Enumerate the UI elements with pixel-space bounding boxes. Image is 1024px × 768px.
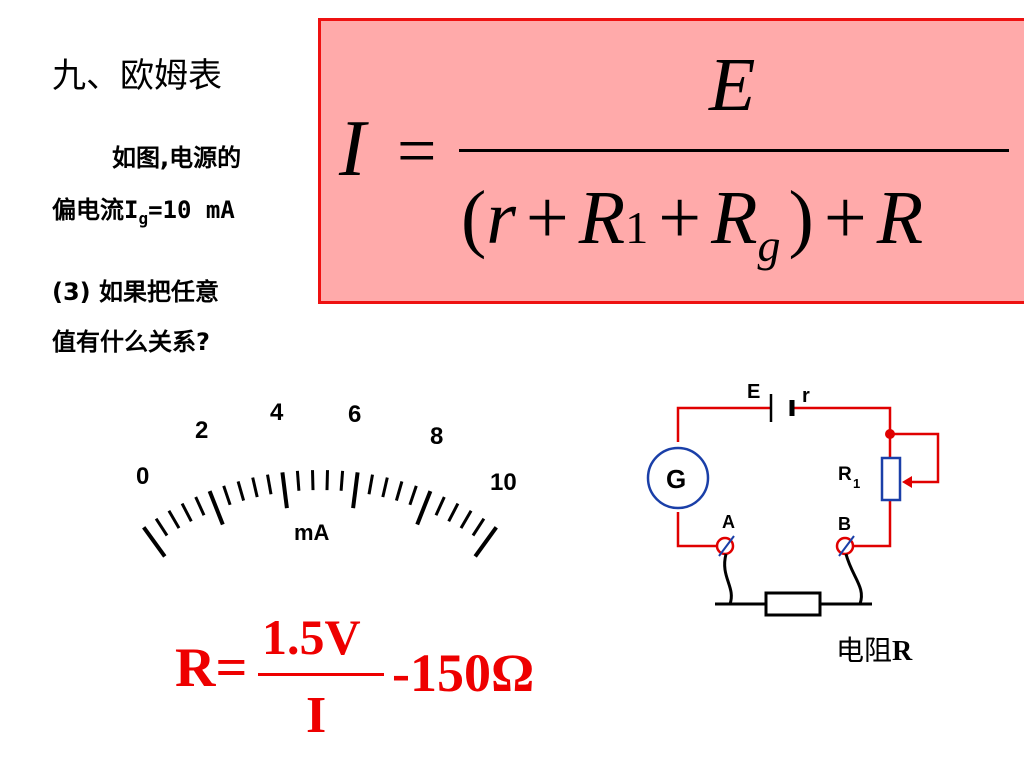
red-formula-tail: -150Ω xyxy=(392,643,535,703)
meter-major-tick xyxy=(280,472,289,509)
text-line-2: 偏电流Ig=10 mA xyxy=(52,190,235,228)
red-formula-numerator: 1.5V xyxy=(262,609,361,665)
scale-label-2: 2 xyxy=(195,417,208,444)
lead-b xyxy=(844,553,863,605)
text-line-2-prefix: 偏电流 xyxy=(52,196,124,224)
external-resistor-icon xyxy=(764,591,822,617)
formula-lhs-i: I xyxy=(339,105,366,193)
formula-fraction-bar xyxy=(459,149,1009,152)
meter-dial: 0 2 4 6 8 10 mA xyxy=(136,399,517,558)
meter-major-tick xyxy=(351,472,360,509)
scale-label-8: 8 xyxy=(430,423,443,450)
meter-minor-tick xyxy=(251,477,259,498)
meter-minor-tick xyxy=(236,480,246,502)
den-r: r xyxy=(486,176,516,260)
meter-minor-tick xyxy=(381,477,389,498)
meter-unit: mA xyxy=(294,520,330,545)
den-r: R xyxy=(876,176,924,260)
lead-a xyxy=(723,553,733,605)
rheostat-label: R xyxy=(838,464,852,485)
meter-minor-tick xyxy=(311,470,315,491)
formula-numerator-e: E xyxy=(709,43,756,127)
meter-minor-tick xyxy=(154,517,169,537)
meter-minor-tick xyxy=(167,510,181,529)
formula-box: I = E (r+R1+Rg)+R xyxy=(318,18,1024,304)
text-line-1: 如图,电源的 xyxy=(112,144,242,172)
meter-ticks xyxy=(142,470,498,558)
battery-label: E xyxy=(747,381,760,403)
terminal-b-label: B xyxy=(838,514,851,534)
slide-title: 九、欧姆表 xyxy=(52,56,222,96)
circuit-diagram: E r G R 1 A B 电阻R xyxy=(646,381,940,662)
den-plus-1: + xyxy=(525,176,569,260)
meter-minor-tick xyxy=(266,474,273,495)
den-close-paren: ) xyxy=(788,176,814,260)
galvanometer-icon xyxy=(646,446,710,510)
red-formula-lhs: R= xyxy=(175,637,248,699)
wire-bottom-right xyxy=(852,500,892,548)
meter-minor-tick xyxy=(222,485,232,506)
meter-minor-tick xyxy=(339,470,345,491)
red-formula-fraction-bar xyxy=(258,673,384,676)
meter-minor-tick xyxy=(447,502,460,522)
terminal-a-label: A xyxy=(722,512,735,532)
den-plus-2: + xyxy=(658,176,702,260)
ig-value: =10 mA xyxy=(148,196,235,224)
scale-label-10: 10 xyxy=(490,469,517,496)
meter-minor-tick xyxy=(471,517,486,537)
meter-minor-tick xyxy=(459,510,473,529)
meter-minor-tick xyxy=(394,480,404,502)
wire-bottom-left xyxy=(676,512,718,548)
ig-symbol: I xyxy=(124,196,139,224)
rheostat-icon xyxy=(880,456,902,502)
meter-minor-tick xyxy=(194,496,206,516)
scale-label-4: 4 xyxy=(270,399,284,426)
meter-major-tick xyxy=(415,490,433,526)
terminal-b-mark xyxy=(838,535,855,557)
text-line-3: (3) 如果把任意 xyxy=(52,278,219,306)
red-formula-denominator: I xyxy=(306,687,327,744)
wire-slider xyxy=(890,432,940,484)
den-open-paren: ( xyxy=(461,176,487,260)
meter-major-tick xyxy=(142,526,167,558)
rheostat-sub: 1 xyxy=(853,476,860,491)
meter-major-tick xyxy=(207,490,225,526)
scale-label-6: 6 xyxy=(348,401,361,428)
formula-denominator: (r+R1+Rg)+R xyxy=(461,179,923,269)
meter-minor-tick xyxy=(434,496,446,516)
text-line-4: 值有什么关系? xyxy=(52,328,210,356)
den-rg: R xyxy=(711,176,758,260)
formula-equals: = xyxy=(397,113,437,190)
internal-resistance-label: r xyxy=(802,385,810,407)
meter-minor-tick xyxy=(295,470,301,491)
terminal-a-mark xyxy=(718,535,735,557)
resistor-caption-prefix: 电阻 xyxy=(836,635,892,662)
den-rg-sub: g xyxy=(757,220,781,271)
resistor-caption: 电阻R xyxy=(836,635,913,662)
meter-minor-tick xyxy=(325,470,329,491)
den-plus-3: + xyxy=(823,176,867,260)
meter-minor-tick xyxy=(408,485,418,506)
slider-arrow-icon xyxy=(902,476,912,488)
scale-label-0: 0 xyxy=(136,463,149,490)
junction-dot xyxy=(885,429,895,439)
den-r1: R xyxy=(578,176,626,260)
den-r1-sub: 1 xyxy=(625,202,649,253)
resistor-caption-symbol: R xyxy=(892,636,913,662)
galvanometer-label: G xyxy=(666,464,686,494)
ig-subscript: g xyxy=(138,208,149,228)
meter-minor-tick xyxy=(367,474,374,495)
wire-top-left xyxy=(676,406,771,442)
meter-major-tick xyxy=(473,526,498,558)
meter-minor-tick xyxy=(180,502,193,522)
wire-top-right xyxy=(792,406,892,434)
